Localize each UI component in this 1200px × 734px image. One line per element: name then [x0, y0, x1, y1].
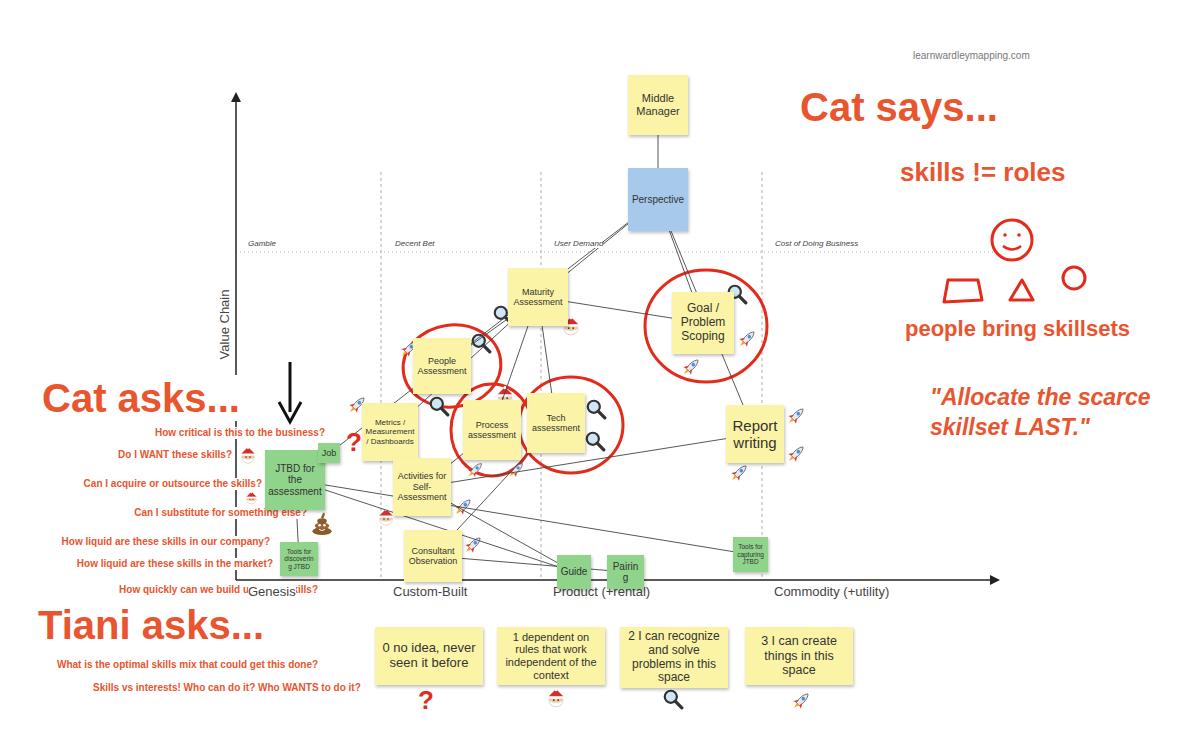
question-mark: ? — [418, 686, 434, 716]
axis-label: Custom-Built — [393, 585, 467, 600]
sticky-note: Goal / Problem Scoping — [672, 292, 734, 354]
axis-label: Genesis — [248, 585, 296, 600]
value-chain-link — [471, 223, 628, 344]
sticky-note: 2 I can recognize and solve problems in … — [620, 627, 728, 688]
sticky-note: Middle Manager — [628, 75, 688, 135]
sticky-note: Tools for capturing JTBD — [733, 537, 768, 572]
value-chain-link — [658, 135, 659, 168]
stage-label: Cost of Doing Business — [775, 239, 858, 248]
value-chain-link — [325, 485, 733, 552]
value-chain-link — [568, 224, 628, 273]
sticky-note: 1 dependent on rules that work independe… — [497, 627, 605, 685]
note-text: Metrics / Measurement / Dashboards — [365, 418, 415, 446]
sticky-note: Tech assessment — [527, 393, 585, 453]
axis-label: Commodity (+utility) — [774, 585, 889, 600]
note-text: Guide — [561, 566, 588, 578]
question: How critical is this to the business? — [155, 427, 325, 439]
quote: "Allocate the scarce skillset LAST." — [930, 383, 1192, 443]
question: Skills vs interests! Who can do it? Who … — [93, 682, 361, 694]
sticky-note: Metrics / Measurement / Dashboards — [362, 403, 418, 461]
note-text: Tools for capturing JTBD — [736, 543, 765, 565]
note-text: Tools for discovering JTBD — [283, 548, 315, 570]
note: people bring skillsets — [905, 316, 1130, 341]
value-chain-link — [502, 326, 528, 400]
value-chain-link — [671, 231, 743, 405]
value-chain-link — [568, 302, 672, 318]
heading: Cat asks... — [42, 375, 240, 421]
sticky-note: JTBD for the assessment — [265, 450, 325, 510]
stage-label: Decent Bet — [395, 239, 435, 248]
note-text: People Assessment — [416, 356, 468, 377]
stage-label: Gamble — [248, 239, 276, 248]
note-text: Goal / Problem Scoping — [675, 302, 731, 343]
sticky-note: Job — [318, 443, 340, 463]
note-text: Job — [322, 448, 337, 458]
question: Do I WANT these skills? — [118, 449, 232, 461]
value-chain-link — [457, 453, 528, 530]
note-text: 1 dependent on rules that work independe… — [500, 631, 602, 682]
sticky-note: Guide — [557, 555, 591, 589]
note-text: Pairing — [610, 561, 641, 584]
note-text: Perspective — [632, 194, 684, 206]
question: What is the optimal skills mix that coul… — [57, 659, 318, 671]
value-chain-link — [669, 231, 691, 292]
note-text: Report writing — [729, 417, 781, 452]
stage-label: User Demand — [554, 239, 603, 248]
sticky-note: Report writing — [726, 405, 784, 463]
heading: Tiani asks... — [38, 602, 264, 648]
sticky-note: Maturity Assessment — [508, 268, 568, 326]
heading: Cat says... — [800, 84, 998, 130]
value-chain-link — [451, 454, 463, 464]
note-text: Consultant Observation — [407, 546, 459, 567]
note-text: JTBD for the assessment — [268, 463, 322, 498]
question: How liquid are these skills in our compa… — [62, 536, 270, 548]
sticky-note: 3 I can create things in this space — [745, 627, 853, 685]
note-text: Process assessment — [466, 420, 518, 441]
note-text: 0 no idea, never seen it before — [378, 641, 480, 671]
sticky-note: Tools for discovering JTBD — [280, 542, 318, 576]
question: Can I acquire or outsource the skills? — [84, 478, 262, 490]
note-text: 2 I can recognize and solve problems in … — [623, 630, 725, 685]
sticky-note: Activities for Self-Assessment — [393, 458, 451, 516]
sticky-note: Perspective — [628, 168, 688, 231]
question-mark: ? — [346, 428, 362, 458]
watermark: learnwardleymapping.com — [913, 50, 1030, 62]
value-chain-link — [451, 503, 557, 562]
value-chain-link — [542, 326, 552, 393]
sticky-note: 0 no idea, never seen it before — [375, 627, 483, 685]
question: How liquid are these skills in the marke… — [77, 558, 273, 570]
axis-label: Value Chain — [218, 279, 233, 369]
note-text: Activities for Self-Assessment — [396, 471, 448, 502]
sticky-note: People Assessment — [413, 338, 471, 394]
note-text: Middle Manager — [631, 92, 685, 117]
note-text: Tech assessment — [530, 413, 582, 434]
note-text: Maturity Assessment — [511, 287, 565, 308]
note: skills != roles — [900, 158, 1065, 188]
sticky-note: Process assessment — [463, 400, 521, 460]
sticky-note: Consultant Observation — [404, 530, 462, 582]
sticky-note: Pairing — [607, 555, 644, 589]
note-text: 3 I can create things in this space — [748, 634, 850, 677]
